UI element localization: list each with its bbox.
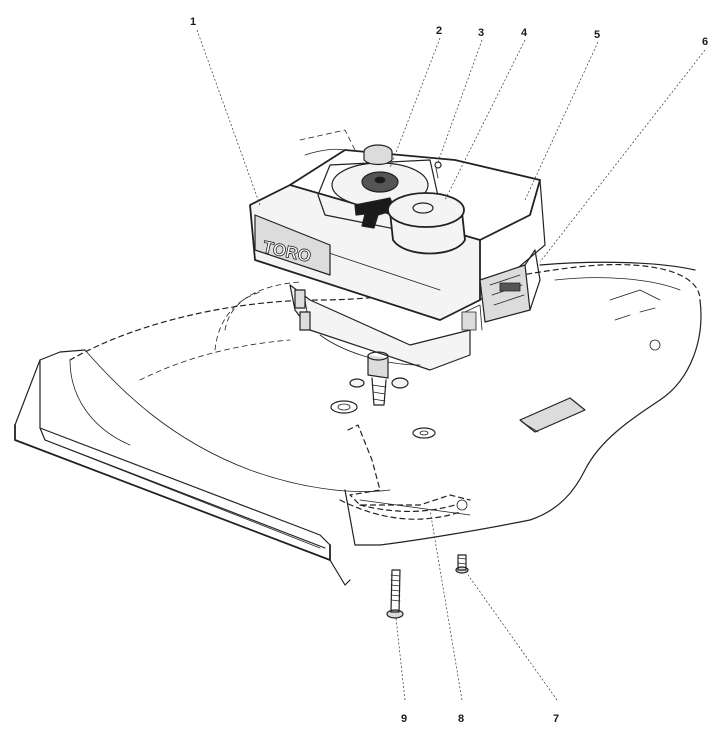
callout-numbers: 1 2 3 4 5 6 7 8 9	[190, 16, 708, 725]
callout-3: 3	[478, 27, 484, 39]
callout-8: 8	[458, 713, 464, 725]
leader-lines	[196, 29, 706, 701]
callout-6: 6	[702, 36, 708, 48]
engine-assembly: TORO	[249, 144, 546, 406]
mower-deck	[14, 129, 702, 586]
callout-7: 7	[553, 713, 559, 725]
callout-9: 9	[401, 713, 407, 725]
callout-5: 5	[594, 29, 600, 41]
callout-1: 1	[190, 16, 196, 28]
mounting-hardware	[330, 400, 471, 619]
callout-4: 4	[521, 27, 528, 39]
callout-2: 2	[436, 25, 442, 37]
